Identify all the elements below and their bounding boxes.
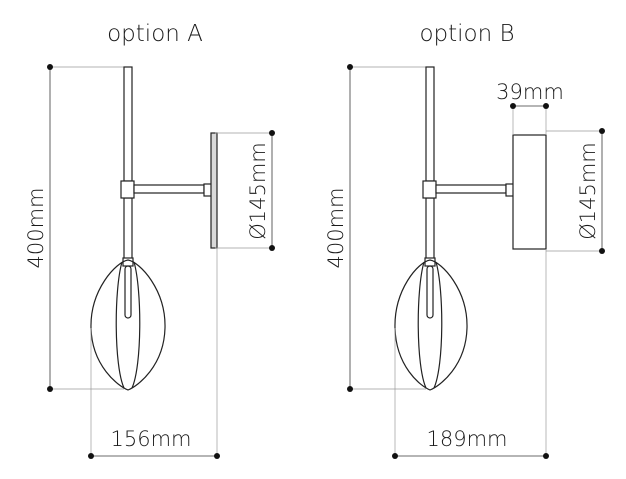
- option-b-projection-dimension: 189mm: [392, 249, 549, 459]
- option-a-projection-dimension: 156mm: [88, 248, 220, 459]
- option-b-lamp: [394, 66, 547, 391]
- option-b-projection-label: 189mm: [427, 427, 508, 451]
- option-a-diameter-dimension: Ø145mm: [215, 130, 275, 251]
- option-a-drawing: option A 400mm: [24, 21, 275, 459]
- option-b-drawing: option B 400mm: [324, 21, 605, 459]
- option-b-diameter-dimension: Ø145mm: [546, 128, 605, 254]
- option-b-depth-label: 39mm: [496, 80, 564, 104]
- option-b-depth-dimension: 39mm: [496, 80, 564, 135]
- option-b-diameter-label: Ø145mm: [576, 142, 600, 240]
- option-a-diameter-label: Ø145mm: [246, 142, 270, 240]
- option-b-height-dimension: 400mm: [324, 64, 426, 392]
- option-b-wall-box: [512, 134, 547, 250]
- option-b-title: option B: [419, 21, 514, 47]
- option-b-glass-shade: [394, 259, 468, 391]
- option-a-lamp: [90, 66, 218, 391]
- option-a-height-dimension: 400mm: [24, 64, 124, 392]
- option-a-glass-shade: [90, 259, 166, 391]
- option-a-title: option A: [107, 21, 203, 47]
- option-a-wall-plate: [210, 132, 218, 249]
- option-a-height-label: 400mm: [24, 188, 48, 269]
- option-b-height-label: 400mm: [324, 188, 348, 269]
- option-a-projection-label: 156mm: [111, 427, 192, 451]
